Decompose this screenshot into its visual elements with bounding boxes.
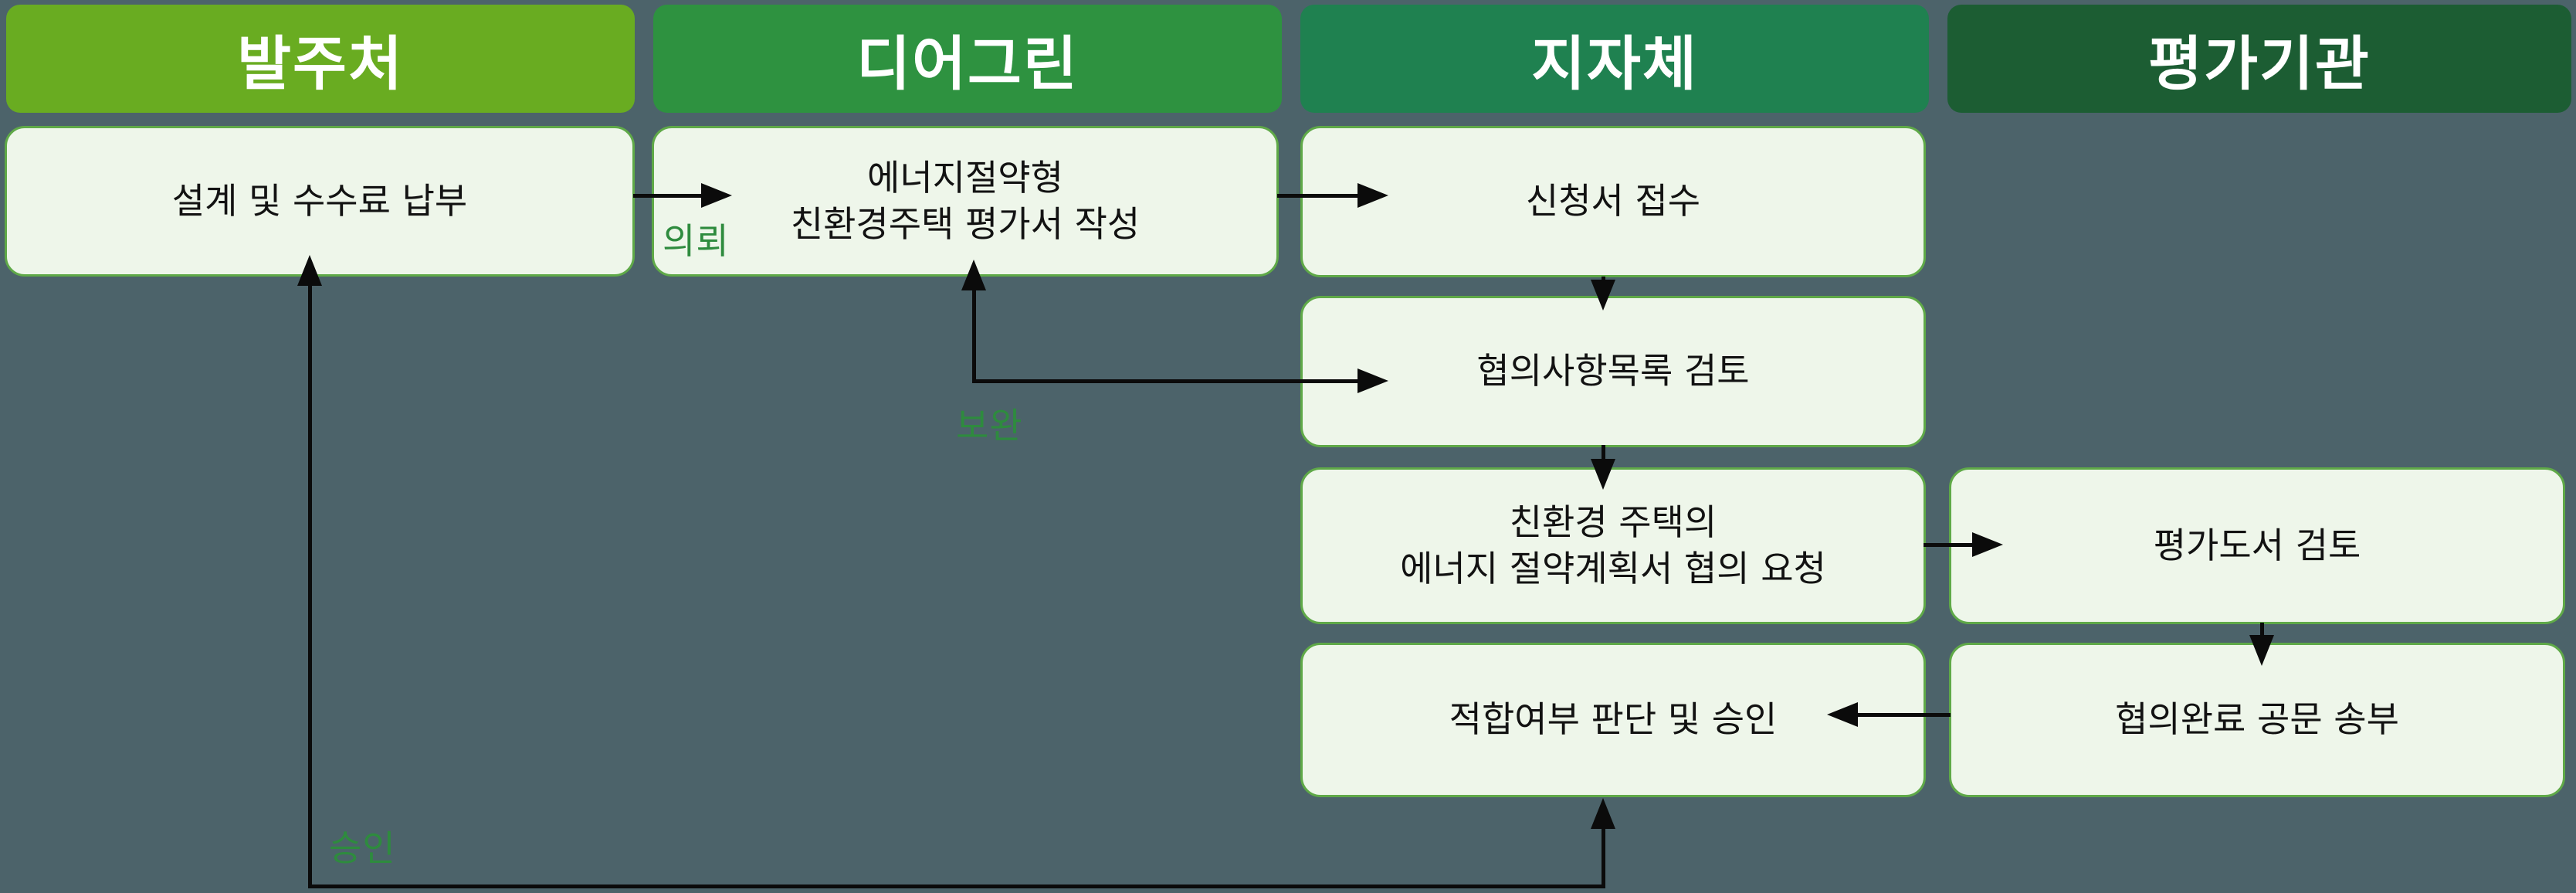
- arrowhead-right-icon: [1357, 183, 1388, 208]
- arrow-line: [633, 194, 704, 198]
- box-label: 친환경 주택의 에너지 절약계획서 협의 요청: [1400, 501, 1826, 589]
- connector-line: [972, 379, 1359, 383]
- box-evaluation-report-preparation: 에너지절약형 친환경주택 평가서 작성: [652, 126, 1279, 277]
- box-label: 협의사항목록 검토: [1476, 350, 1750, 392]
- box-completion-notice-dispatch: 협의완료 공문 송부: [1949, 643, 2565, 797]
- arrowhead-right-icon: [1972, 532, 2003, 557]
- column-header-label: 디어그린: [856, 29, 1079, 98]
- arrowhead-left-icon: [1827, 702, 1858, 727]
- arrowhead-down-icon: [1591, 280, 1615, 311]
- column-header-evaluator: 평가기관: [1947, 5, 2571, 113]
- arrow-line: [2260, 623, 2264, 638]
- box-label: 신청서 접수: [1525, 180, 1701, 222]
- box-approval-decision: 적합여부 판단 및 승인: [1300, 643, 1926, 797]
- edge-label-revision: 보완: [956, 405, 1023, 446]
- column-header-label: 평가기관: [2148, 29, 2371, 98]
- arrowhead-right-icon: [1357, 368, 1388, 393]
- box-label: 에너지절약형 친환경주택 평가서 작성: [790, 156, 1141, 245]
- arrow-line: [1602, 445, 1605, 462]
- arrowhead-up-icon: [297, 255, 322, 286]
- connector-line: [1602, 826, 1605, 888]
- box-label: 적합여부 판단 및 승인: [1449, 698, 1778, 741]
- arrow-line: [1924, 543, 1975, 547]
- box-energy-plan-consultation-request: 친환경 주택의 에너지 절약계획서 협의 요청: [1300, 467, 1926, 624]
- column-header-local-gov: 지자체: [1300, 5, 1929, 113]
- box-consultation-list-review: 협의사항목록 검토: [1300, 296, 1926, 447]
- box-design-and-fee-payment: 설계 및 수수료 납부: [5, 126, 635, 277]
- edge-label-request: 의뢰: [663, 220, 730, 262]
- arrowhead-right-icon: [701, 183, 732, 208]
- box-evaluation-docs-review: 평가도서 검토: [1949, 467, 2565, 624]
- column-header-label: 지자체: [1531, 29, 1698, 98]
- column-header-deergreen: 디어그린: [653, 5, 1282, 113]
- box-label: 설계 및 수수료 납부: [171, 179, 468, 222]
- arrowhead-up-icon: [1591, 798, 1615, 829]
- connector-line: [308, 283, 312, 888]
- column-header-client: 발주처: [6, 5, 635, 113]
- arrow-line: [1858, 713, 1951, 717]
- connector-line: [972, 287, 976, 383]
- arrowhead-up-icon: [961, 260, 986, 290]
- column-header-label: 발주처: [237, 29, 404, 98]
- box-application-receipt: 신청서 접수: [1300, 126, 1926, 277]
- box-label: 협의완료 공문 송부: [2115, 698, 2399, 741]
- arrow-line: [1277, 194, 1361, 198]
- connector-line: [308, 885, 1605, 888]
- edge-label-approval: 승인: [329, 827, 396, 869]
- box-label: 평가도서 검토: [2153, 524, 2361, 566]
- arrowhead-down-icon: [2249, 635, 2274, 666]
- arrowhead-down-icon: [1591, 459, 1615, 490]
